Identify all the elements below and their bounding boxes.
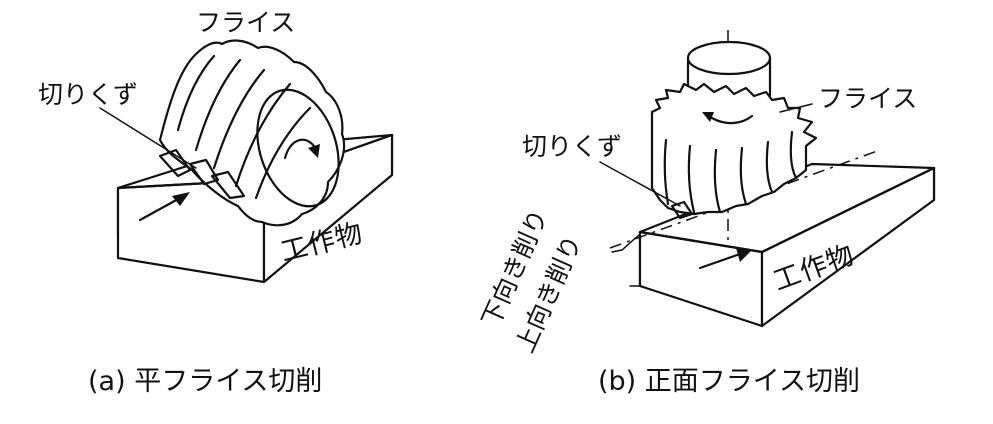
caption-b: (b) 正面フライス切削: [598, 366, 860, 397]
chips-label-a: 切りくず: [38, 80, 139, 109]
cutter-label-a: フライス: [196, 8, 296, 37]
cutter-label-b: フライス: [818, 84, 918, 113]
figure-a: [99, 39, 394, 284]
chips-label-b: 切りくず: [522, 132, 623, 161]
feed-arrow-b: [698, 248, 752, 270]
figure-b: [599, 30, 936, 328]
down-cut-bracket: [611, 233, 641, 253]
chips-b: [670, 200, 694, 220]
chips-leader-a: [99, 107, 197, 169]
caption-a: (a) 平フライス切削: [88, 366, 323, 397]
plain-milling-cutter: [158, 39, 346, 227]
face-milling-cutter: [650, 40, 818, 216]
workpiece-b: [638, 162, 936, 328]
feed-arrow-a: [138, 192, 190, 222]
cutter-leader-b: [779, 103, 813, 113]
chips-leader-b: [599, 161, 681, 207]
